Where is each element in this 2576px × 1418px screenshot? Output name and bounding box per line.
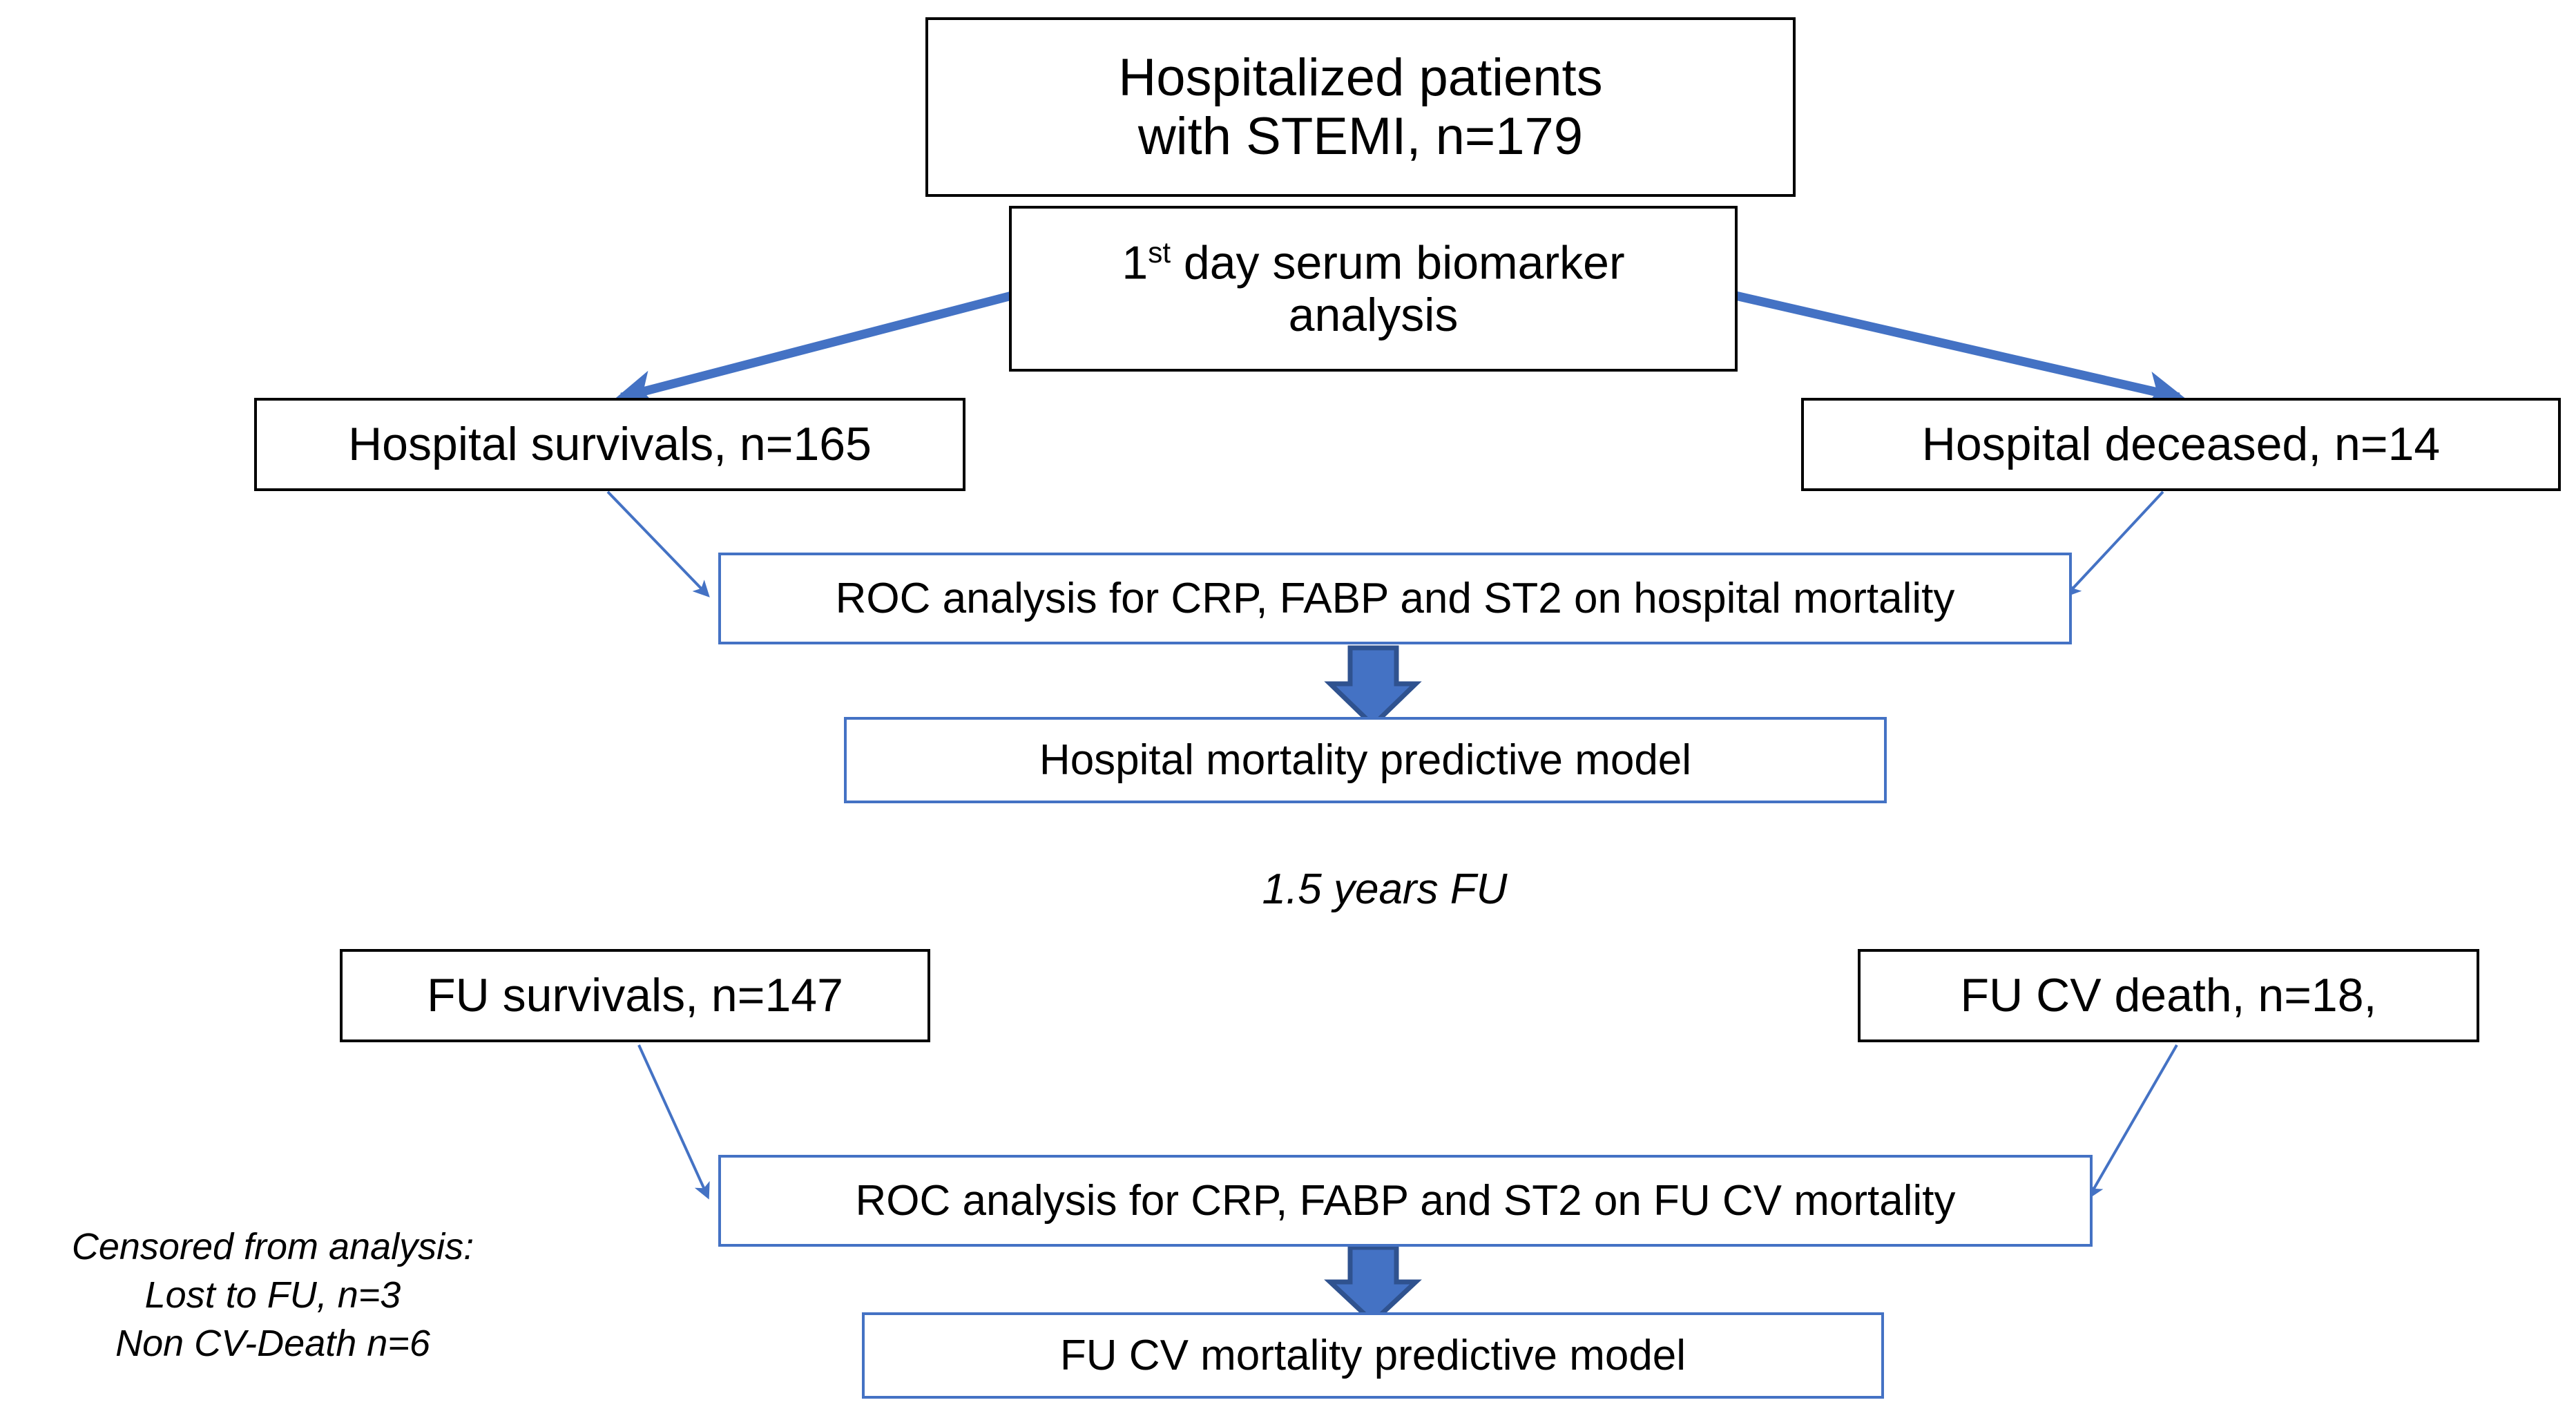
biomarker-superscript: st <box>1148 236 1171 269</box>
arrow-fu-survivals-to-roc <box>637 1044 710 1200</box>
model-fu-label: FU CV mortality predictive model <box>1059 1331 1686 1379</box>
fu-cv-death-label: FU CV death, n=18, <box>1960 969 2377 1022</box>
censored-line-2: Non CV-Death n=6 <box>115 1323 430 1365</box>
node-biomarker-analysis[interactable]: 1st day serum biomarker analysis <box>1009 206 1738 372</box>
arrow-biomarker-to-hospital-deceased <box>1734 291 2186 409</box>
biomarker-rest: day serum biomarker <box>1171 236 1625 289</box>
roc-hospital-label: ROC analysis for CRP, FABP and ST2 on ho… <box>835 574 1955 622</box>
node-hospital-deceased[interactable]: Hospital deceased, n=14 <box>1801 398 2561 491</box>
followup-period-label: 1.5 years FU <box>1205 865 1564 914</box>
node-fu-cv-mortality-model[interactable]: FU CV mortality predictive model <box>862 1312 1884 1399</box>
arrow-hospital-deceased-to-roc <box>2064 490 2164 597</box>
block-arrow-hospital-roc-to-model <box>1324 645 1422 729</box>
cohort-line-2: with STEMI, n=179 <box>1137 107 1584 166</box>
followup-period-text: 1.5 years FU <box>1262 865 1508 913</box>
node-roc-fu-cv-mortality[interactable]: ROC analysis for CRP, FABP and ST2 on FU… <box>718 1155 2093 1247</box>
biomarker-prefix: 1 <box>1122 236 1148 289</box>
censored-note: Censored from analysis: Lost to FU, n=3 … <box>24 1223 521 1368</box>
cohort-line-1: Hospitalized patients <box>1118 48 1603 107</box>
block-arrow-fu-roc-to-model <box>1324 1245 1422 1325</box>
fu-survivals-label: FU survivals, n=147 <box>427 969 843 1022</box>
model-hospital-label: Hospital mortality predictive model <box>1039 736 1692 784</box>
biomarker-line-2: analysis <box>1288 289 1459 342</box>
arrow-fu-cv-death-to-roc <box>2088 1044 2178 1200</box>
arrow-hospital-survivals-to-roc <box>606 490 710 597</box>
node-fu-cv-death[interactable]: FU CV death, n=18, <box>1858 949 2479 1042</box>
censored-line-1: Lost to FU, n=3 <box>144 1274 401 1316</box>
censored-title: Censored from analysis: <box>71 1226 474 1267</box>
hospital-deceased-label: Hospital deceased, n=14 <box>1921 418 2441 471</box>
roc-fu-label: ROC analysis for CRP, FABP and ST2 on FU… <box>855 1176 1956 1225</box>
node-fu-survivals[interactable]: FU survivals, n=147 <box>340 949 930 1042</box>
arrow-biomarker-to-hospital-survivals <box>614 291 1013 408</box>
biomarker-line-1: 1st day serum biomarker <box>1122 236 1624 289</box>
node-hospitalized-cohort[interactable]: Hospitalized patients with STEMI, n=179 <box>925 17 1796 197</box>
hospital-survivals-label: Hospital survivals, n=165 <box>348 418 872 471</box>
node-hospital-survivals[interactable]: Hospital survivals, n=165 <box>254 398 965 491</box>
node-hospital-mortality-model[interactable]: Hospital mortality predictive model <box>844 717 1887 803</box>
node-roc-hospital-mortality[interactable]: ROC analysis for CRP, FABP and ST2 on ho… <box>718 553 2072 644</box>
